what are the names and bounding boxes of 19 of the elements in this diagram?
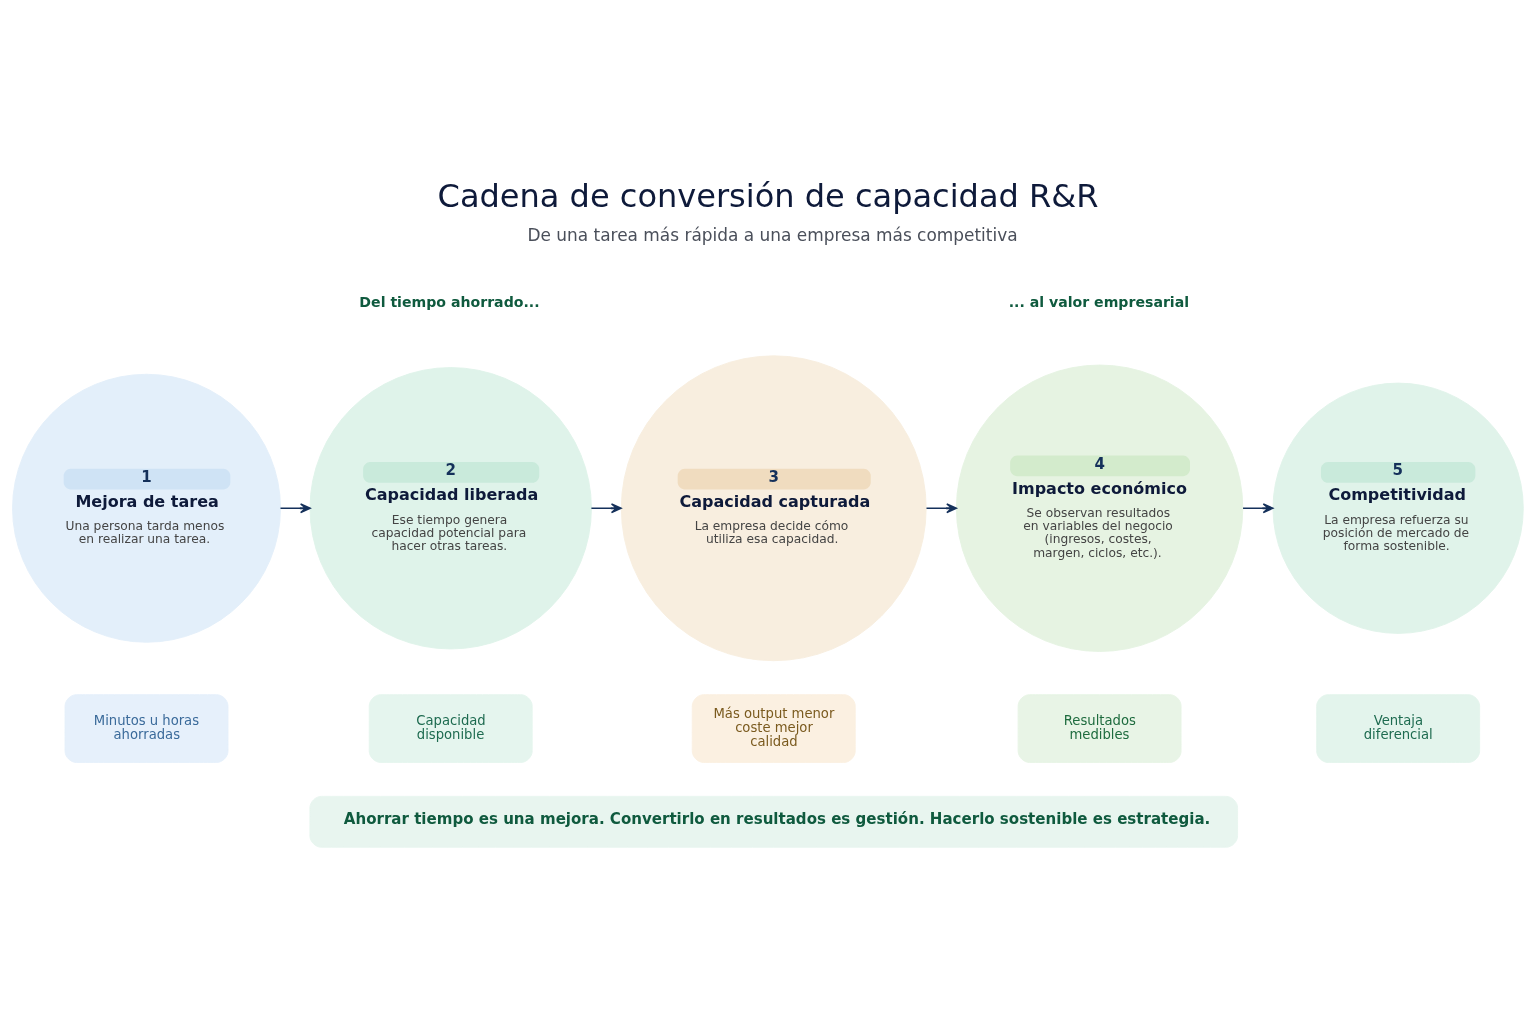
node-box: Ventaja diferencial — [1316, 693, 1481, 763]
arrow — [590, 502, 622, 513]
label: De una tarea más rápida a una empresa más competitiva — [527, 224, 1018, 245]
node-box: Resultados medibles — [1017, 693, 1182, 763]
diagram-title: Cadena de conversión de capacidad R&R — [437, 176, 1099, 215]
node-circle: 1 Mejora de tarea Una persona tarda menos en realizar una tarea. — [12, 373, 281, 643]
node-circle: 3 Capacidad capturada La empresa decide cómo utiliza esa capacidad. — [620, 354, 927, 661]
node-box: Minutos u horas ahorradas — [64, 693, 229, 763]
label: ... al valor empresarial — [1008, 293, 1190, 310]
node-circle: 5 Competitividad La empresa refuerza su posición de mercado de forma sostenible. — [1272, 382, 1524, 634]
node-circle: 2 Capacidad liberada Ese tiempo genera capacidad potencial para hacer otras tareas. — [309, 366, 592, 649]
arrow — [1242, 502, 1274, 513]
node-box: Más output menor coste mejor calidad — [691, 693, 856, 763]
node-box: Capacidad disponible — [368, 693, 533, 763]
label: Del tiempo ahorrado... — [359, 293, 540, 310]
arrow — [279, 502, 311, 513]
arrow — [925, 502, 957, 513]
node-circle: 4 Impacto económico Se observan resultados en variables del negocio (ingresos, costes, margen, ciclos, etc.). — [955, 364, 1244, 652]
node-box: Ahorrar tiempo es una mejora. Convertirlo en resultados es gestión. Hacerlo sostenible es estrategia. — [309, 795, 1239, 848]
